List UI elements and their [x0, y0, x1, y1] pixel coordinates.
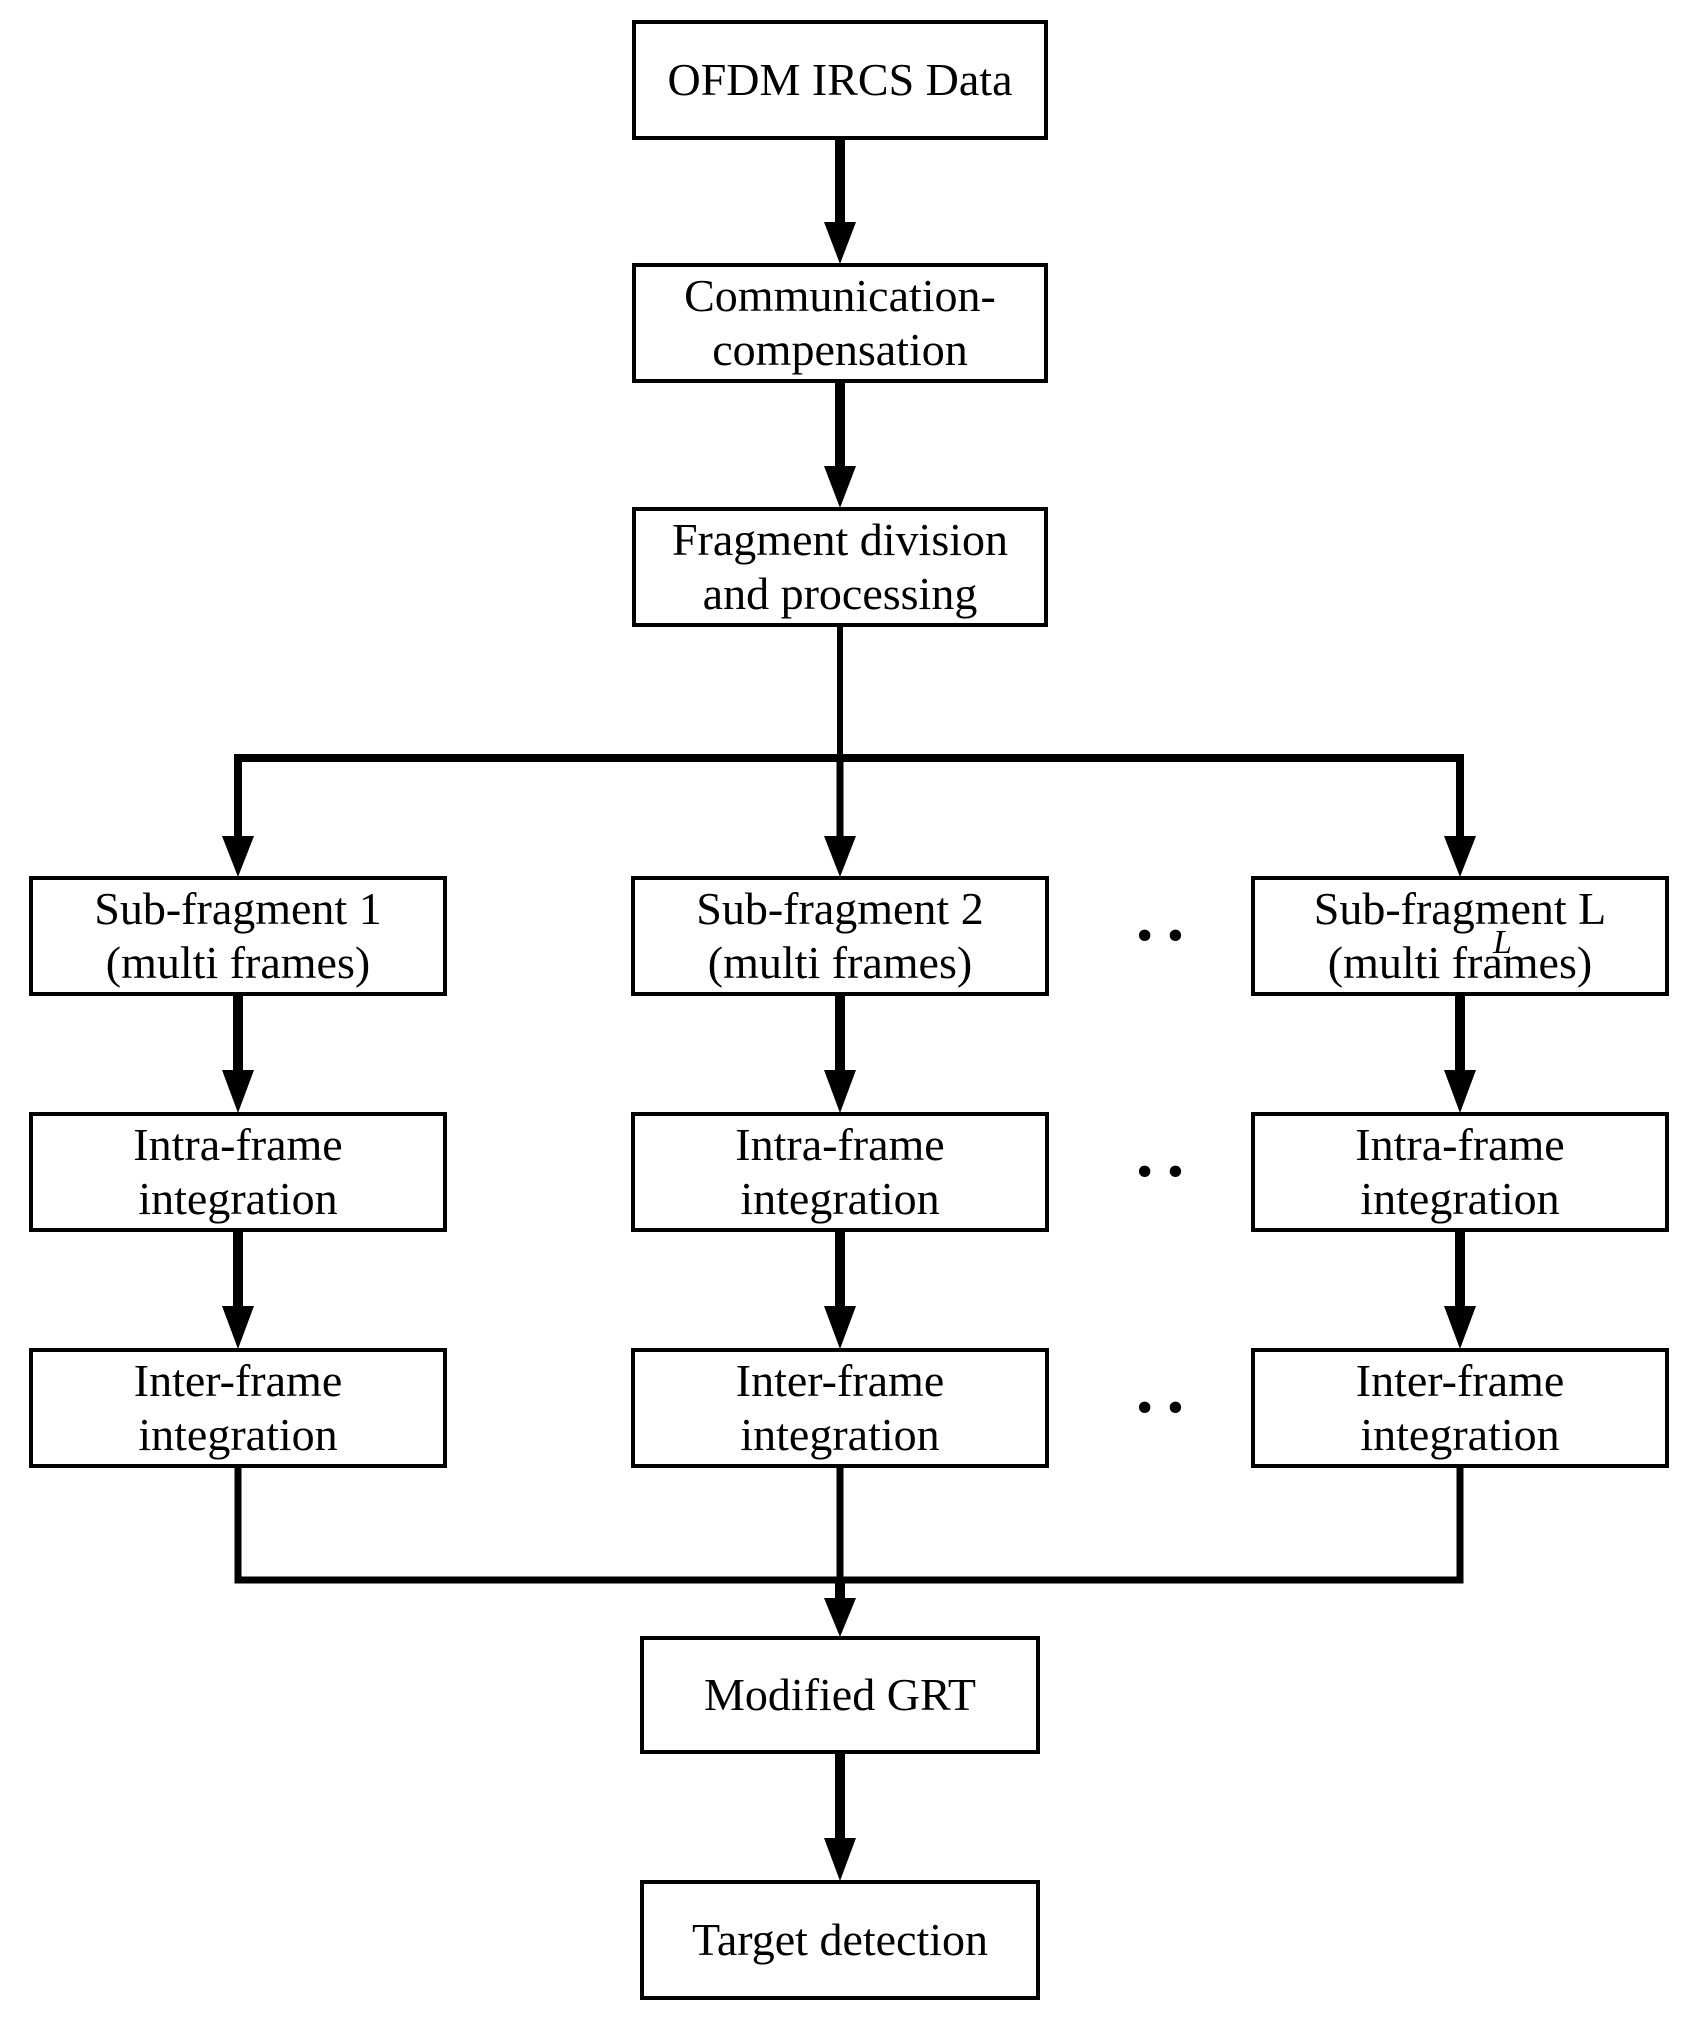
node-label-line2: (multi frames): [707, 937, 973, 988]
node-label-line2: integration: [138, 1409, 338, 1460]
node-label-line1: Intra-frame: [735, 1119, 945, 1170]
fragment-branch-split: [222, 625, 1476, 877]
node-label-line1: Sub-fragment 1: [94, 883, 382, 934]
arrow-head: [824, 466, 856, 508]
node-communication-compensation: Communication- compensation: [632, 263, 1048, 383]
node-inter-frame-integration-1: Inter-frame integration: [29, 1348, 447, 1468]
node-label: Modified GRT: [704, 1669, 976, 1720]
arrow-ofdm-to-communication: [824, 140, 856, 264]
arrow-head: [1444, 1070, 1476, 1113]
node-label-line1: Sub-fragment L: [1313, 883, 1607, 934]
node-intra-frame-integration-l: Intra-frame integration: [1251, 1112, 1669, 1232]
arrow-sub1-to-intra1: [222, 996, 254, 1113]
node-intra-frame-integration-1: Intra-frame integration: [29, 1112, 447, 1232]
node-label-line1: Communication-: [684, 270, 996, 321]
arrow-head: [1444, 1306, 1476, 1349]
arrow-head: [824, 1598, 856, 1637]
node-label-line1: Fragment division: [671, 514, 1009, 565]
node-fragment-division: Fragment division and processing: [632, 507, 1048, 627]
node-label-line1: Intra-frame: [133, 1119, 343, 1170]
ellipsis-dots-icon: ••: [1136, 1381, 1198, 1434]
node-label-line2: integration: [138, 1173, 338, 1224]
node-label: OFDM IRCS Data: [667, 54, 1013, 105]
node-label-line2: (multi frames): [1327, 937, 1593, 988]
arrow-head: [824, 1838, 856, 1881]
arrow-head: [824, 222, 856, 264]
arrow-head: [824, 1070, 856, 1113]
node-label-line2: integration: [1360, 1173, 1560, 1224]
node-label-line2: integration: [1360, 1409, 1560, 1460]
merge-outer-lines: [234, 1468, 1464, 1584]
node-label-line2: compensation: [712, 324, 968, 375]
arrow-grt-to-target: [824, 1754, 856, 1881]
arrow-head: [824, 1306, 856, 1349]
node-inter-frame-integration-l: Inter-frame integration: [1251, 1348, 1669, 1468]
arrow-intral-to-interl: [1444, 1232, 1476, 1349]
node-intra-frame-integration-2: Intra-frame integration: [631, 1112, 1049, 1232]
node-modified-grt: Modified GRT: [640, 1636, 1040, 1754]
node-label-line1: Sub-fragment 2: [696, 883, 984, 934]
node-label-line2: and processing: [702, 568, 978, 619]
arrow-head: [222, 1070, 254, 1113]
arrow-head: [222, 1306, 254, 1349]
node-label-line2: (multi frames): [105, 937, 371, 988]
ellipsis-dots-icon: ••: [1136, 909, 1198, 962]
node-label-line1: Inter-frame: [735, 1355, 945, 1406]
subscript-l-mark: L: [1493, 924, 1512, 961]
arrow-sub2-to-intra2: [824, 996, 856, 1113]
node-sub-fragment-2: Sub-fragment 2 (multi frames): [631, 876, 1049, 996]
node-label: Target detection: [691, 1914, 989, 1965]
arrow-communication-to-fragment: [824, 383, 856, 508]
node-label-line1: Inter-frame: [133, 1355, 343, 1406]
ellipsis-dots-icon: ••: [1136, 1145, 1198, 1198]
node-label-line1: Intra-frame: [1355, 1119, 1565, 1170]
node-ofdm-ircs-data: OFDM IRCS Data: [632, 20, 1048, 140]
node-inter-frame-integration-2: Inter-frame integration: [631, 1348, 1049, 1468]
node-target-detection: Target detection: [640, 1880, 1040, 2000]
node-sub-fragment-1: Sub-fragment 1 (multi frames): [29, 876, 447, 996]
arrow-subl-to-intral: [1444, 996, 1476, 1113]
arrow-head-subfragment-l: [1444, 836, 1476, 877]
node-label-line2: integration: [740, 1173, 940, 1224]
arrow-head-subfragment-2: [824, 836, 856, 877]
branch-horizontal-line: [234, 754, 1464, 840]
arrow-head-subfragment-1: [222, 836, 254, 877]
arrow-intra1-to-inter1: [222, 1232, 254, 1349]
node-sub-fragment-l: Sub-fragment L (multi frames) L: [1251, 876, 1669, 996]
node-label-line1: Inter-frame: [1355, 1355, 1565, 1406]
arrow-intra2-to-inter2: [824, 1232, 856, 1349]
merge-junction-to-grt: [234, 1468, 1464, 1637]
node-label-line2: integration: [740, 1409, 940, 1460]
